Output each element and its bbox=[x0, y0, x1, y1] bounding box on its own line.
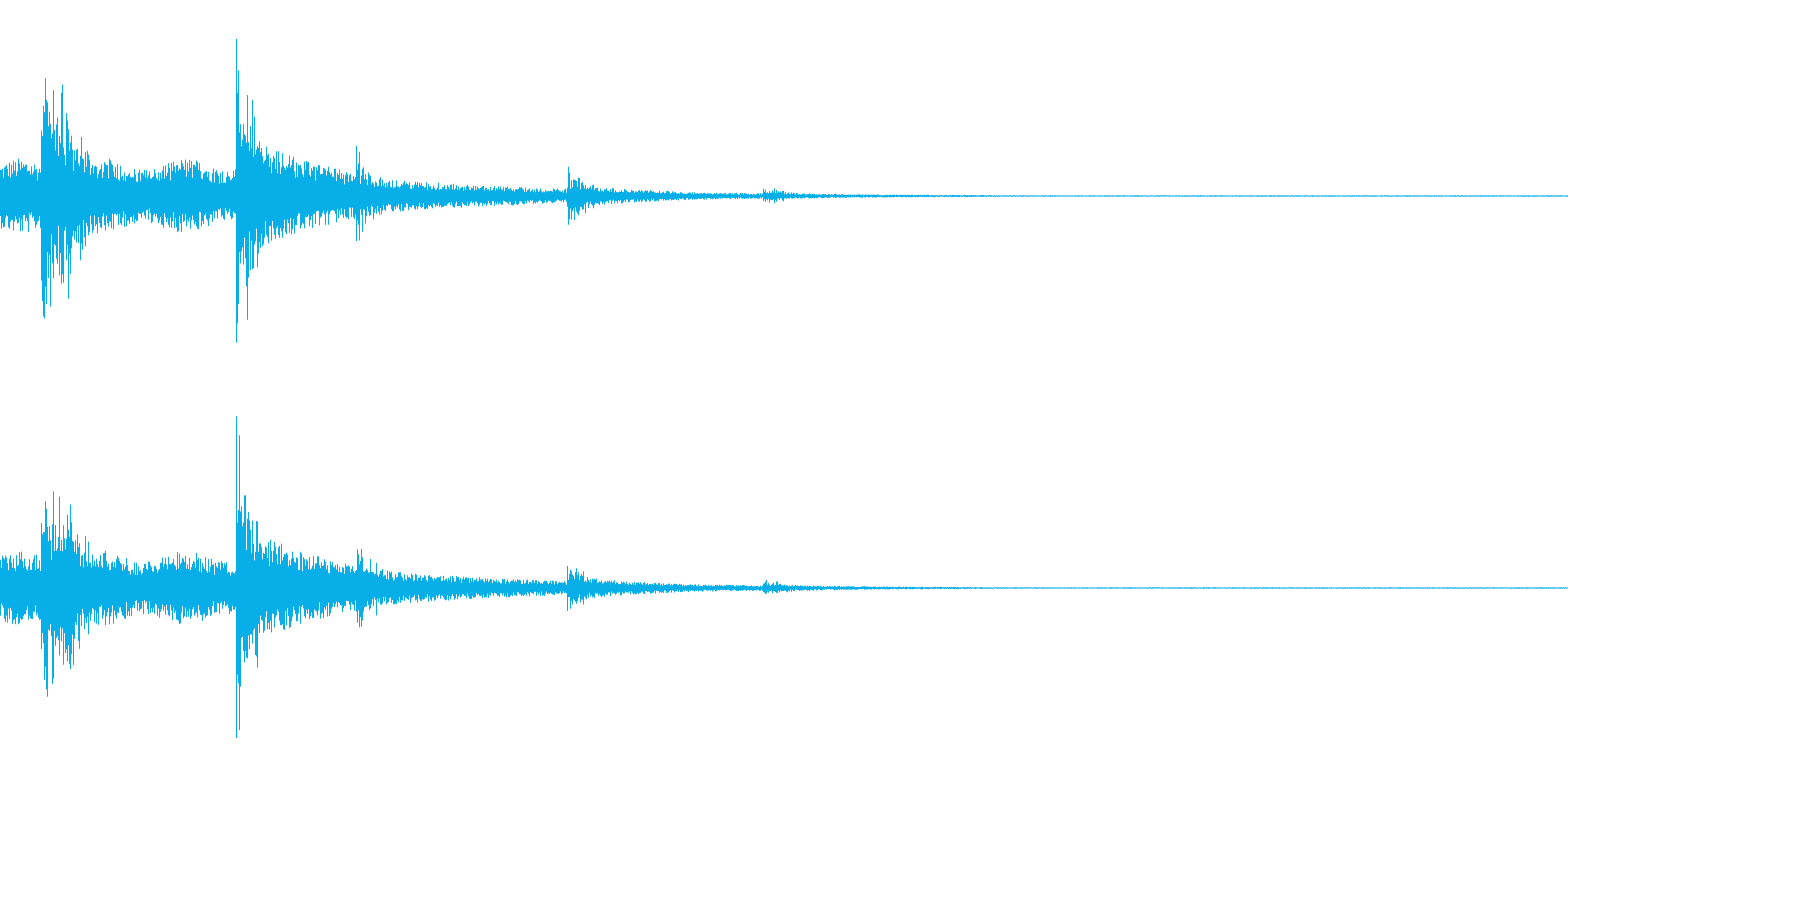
waveform-left-svg bbox=[0, 38, 1568, 343]
waveform-left-path bbox=[0, 38, 1568, 343]
waveform-right-path bbox=[0, 416, 1568, 738]
waveform-channel-right[interactable] bbox=[0, 392, 1568, 784]
waveform-channel-left[interactable] bbox=[0, 0, 1568, 392]
waveform-right-svg bbox=[0, 416, 1568, 738]
waveform-view[interactable] bbox=[0, 0, 1568, 784]
